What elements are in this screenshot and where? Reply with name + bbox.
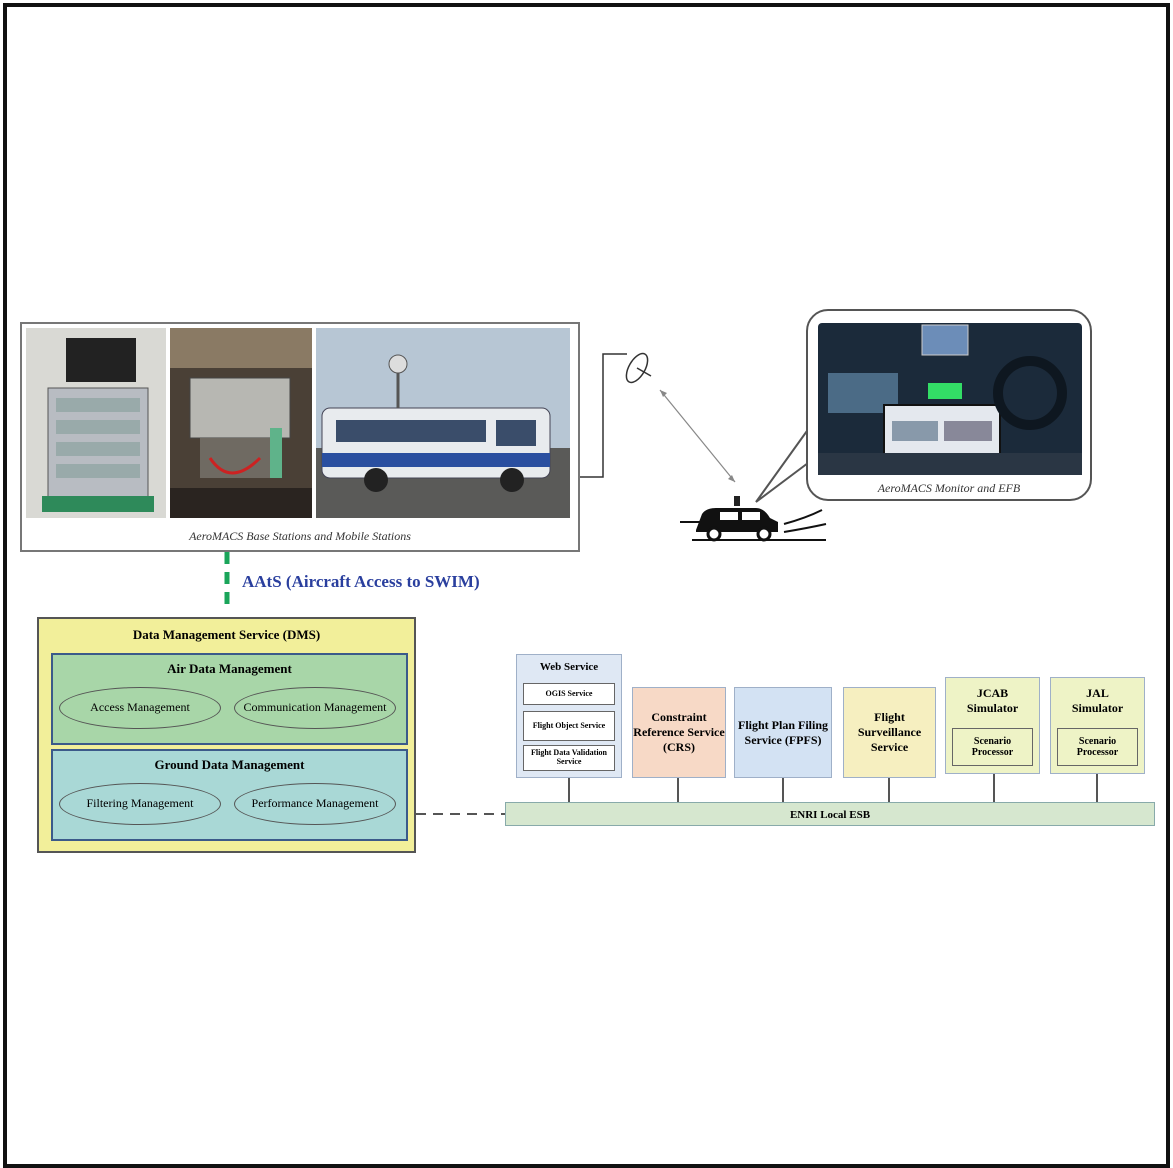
figure-frame xyxy=(3,3,1170,1168)
flight-data-validation-service-box: Flight Data Validation Service xyxy=(523,745,615,771)
mobile-station-bus-photo xyxy=(316,328,570,518)
ground-data-management-title: Ground Data Management xyxy=(154,757,305,772)
flight-object-service-box: Flight Object Service xyxy=(523,711,615,741)
flight-plan-filing-service-box: Flight Plan Filing Service (FPFS) xyxy=(734,687,832,778)
base-station-rack-photo xyxy=(26,328,166,518)
jcab-scenario-processor-box: Scenario Processor xyxy=(952,728,1033,766)
jcab-simulator-box: JCAB Simulator Scenario Processor xyxy=(945,677,1040,774)
filtering-management-ellipse: Filtering Management xyxy=(59,783,221,825)
ground-data-management-box: Ground Data Management Filtering Managem… xyxy=(51,749,408,841)
esb-connector xyxy=(568,776,570,802)
communication-management-ellipse: Communication Management xyxy=(234,687,396,729)
esb-connector xyxy=(993,772,995,802)
aeromacs-photo-panel: AeroMACS Base Stations and Mobile Statio… xyxy=(20,322,580,552)
esb-connector xyxy=(1096,772,1098,802)
flight-surveillance-service-box: Flight Surveillance Service xyxy=(843,687,936,778)
esb-connector xyxy=(677,776,679,802)
aaos-label: AAtS (Aircraft Access to SWIM) xyxy=(242,572,480,591)
access-management-ellipse: Access Management xyxy=(59,687,221,729)
jal-simulator-title: JAL Simulator xyxy=(1071,686,1124,715)
cockpit-monitor-photo xyxy=(818,323,1082,475)
jal-simulator-box: JAL Simulator Scenario Processor xyxy=(1050,677,1145,774)
antenna-icon xyxy=(625,352,652,384)
wireless-link-graphic xyxy=(580,352,736,483)
monitor-bubble: AeroMACS Monitor and EFB xyxy=(806,309,1092,501)
enri-local-esb-bar: ENRI Local ESB xyxy=(505,802,1155,826)
esb-connector xyxy=(888,776,890,802)
dms-box: Data Management Service (DMS) Air Data M… xyxy=(37,617,416,853)
monitor-caption: AeroMACS Monitor and EFB xyxy=(877,481,1021,495)
dms-title: Data Management Service (DMS) xyxy=(132,627,321,642)
vehicle-icon xyxy=(680,496,827,542)
antenna-equipment-photo xyxy=(170,328,312,518)
web-service-title: Web Service xyxy=(539,661,599,673)
constraint-reference-service-box: Constraint Reference Service (CRS) xyxy=(632,687,726,778)
aaos-dashed-link xyxy=(224,552,230,604)
web-service-box: Web Service OGIS Service Flight Object S… xyxy=(516,654,622,778)
air-data-management-box: Air Data Management Access Management Co… xyxy=(51,653,408,745)
ogis-service-box: OGIS Service xyxy=(523,683,615,705)
performance-management-ellipse: Performance Management xyxy=(234,783,396,825)
jal-scenario-processor-box: Scenario Processor xyxy=(1057,728,1138,766)
jcab-simulator-title: JCAB Simulator xyxy=(966,686,1019,715)
esb-connector xyxy=(782,776,784,802)
bubble-tail xyxy=(755,409,823,503)
air-data-management-title: Air Data Management xyxy=(167,661,292,676)
dms-esb-dashed-link xyxy=(416,813,508,815)
photos-caption: AeroMACS Base Stations and Mobile Statio… xyxy=(189,529,411,543)
